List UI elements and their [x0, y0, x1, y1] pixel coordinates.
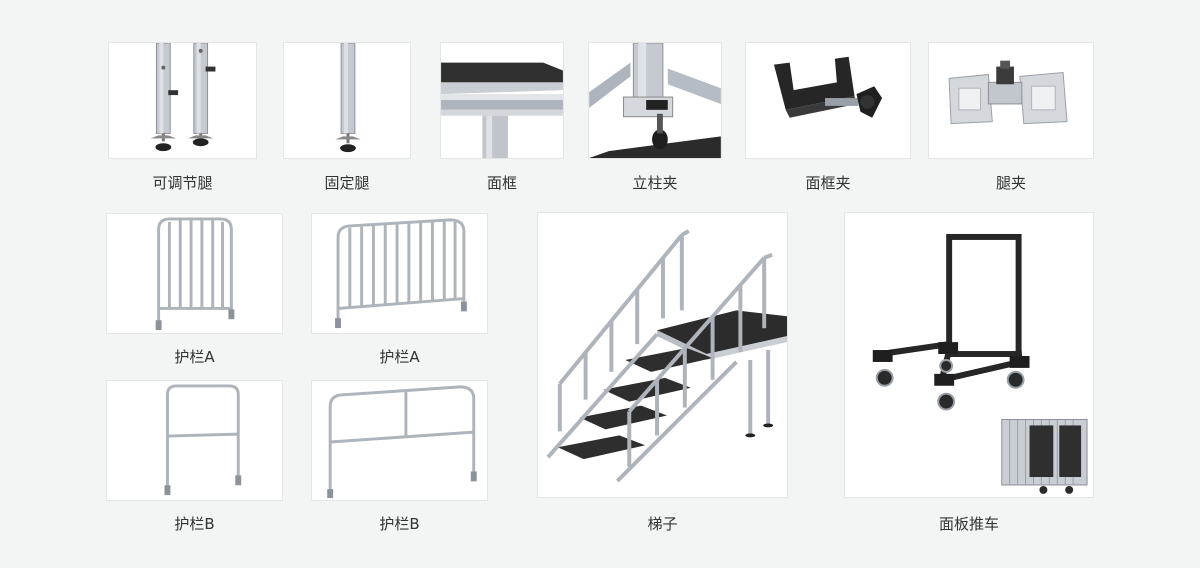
- adjustable-leg-icon: [150, 43, 216, 152]
- panel-frame-image[interactable]: [440, 42, 564, 159]
- guardrail-b-image[interactable]: [106, 380, 283, 501]
- fixed-leg-icon: [335, 43, 361, 153]
- guardrail-b-wide-image[interactable]: [311, 380, 488, 501]
- guardrail-a-wide-image[interactable]: [311, 213, 488, 334]
- fixed-leg-image[interactable]: [283, 42, 411, 159]
- leg-clamp-icon: [948, 60, 1068, 125]
- panel-cart-image[interactable]: [844, 212, 1094, 498]
- product-label: 腿夹: [995, 174, 1026, 192]
- product-label: 面板推车: [938, 515, 999, 533]
- product-label: 护栏A: [174, 348, 215, 366]
- frame-clamp-image[interactable]: [745, 42, 911, 159]
- product-label: 固定腿: [324, 174, 370, 192]
- product-label: 可调节腿: [152, 174, 213, 192]
- guardrail-a-image[interactable]: [106, 213, 283, 334]
- product-label: 立柱夹: [632, 174, 678, 192]
- guardrail-b-icon: [327, 385, 477, 499]
- product-label: 面框: [486, 174, 517, 192]
- guardrail-a-icon: [155, 217, 235, 331]
- stairs-image[interactable]: [537, 212, 788, 498]
- panel-frame-icon: [441, 62, 563, 158]
- panel-cart-icon: [872, 233, 1088, 494]
- product-label: 面框夹: [805, 174, 851, 192]
- product-label: 护栏B: [379, 515, 420, 533]
- product-label: 护栏A: [379, 348, 420, 366]
- guardrail-a-icon: [335, 218, 467, 329]
- product-label: 梯子: [647, 515, 678, 533]
- frame-clamp-icon: [773, 56, 883, 118]
- post-clamp-icon: [589, 43, 721, 158]
- adjustable-leg-image[interactable]: [108, 42, 257, 159]
- product-label: 护栏B: [174, 515, 215, 533]
- post-clamp-image[interactable]: [588, 42, 722, 159]
- leg-clamp-image[interactable]: [928, 42, 1094, 159]
- stairs-icon: [546, 229, 787, 483]
- guardrail-b-icon: [164, 384, 242, 496]
